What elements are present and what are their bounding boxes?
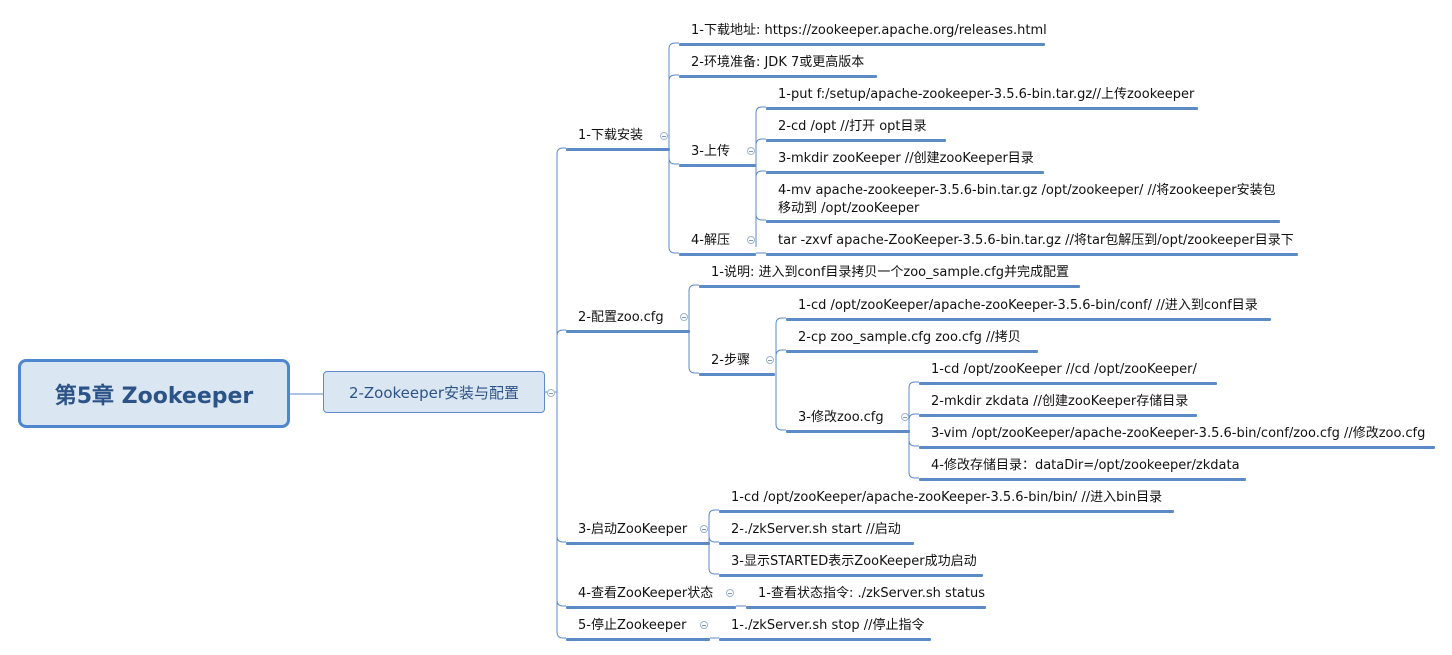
collapse-icon[interactable] <box>547 389 555 397</box>
node-modify-vim[interactable]: 3-vim /opt/zooKeeper/apache-zooKeeper-3.… <box>931 426 1426 441</box>
root-node[interactable]: 第5章 Zookeeper <box>18 359 290 428</box>
node-steps-cd-conf[interactable]: 1-cd /opt/zooKeeper/apache-zooKeeper-3.5… <box>798 298 1258 313</box>
branch-config-zoo-cfg[interactable]: 2-配置zoo.cfg <box>578 310 664 325</box>
node-config-desc[interactable]: 1-说明: 进入到conf目录拷贝一个zoo_sample.cfg并完成配置 <box>711 265 1069 280</box>
node-modify-cd[interactable]: 1-cd /opt/zooKeeper //cd /opt/zooKeeper/ <box>931 362 1197 377</box>
node-upload-put[interactable]: 1-put f:/setup/apache-zookeeper-3.5.6-bi… <box>778 87 1195 102</box>
main-topic-node[interactable]: 2-Zookeeper安装与配置 <box>323 371 545 413</box>
branch-start-zookeeper[interactable]: 3-启动ZooKeeper <box>578 522 688 537</box>
node-modify-zoo-cfg[interactable]: 3-修改zoo.cfg <box>798 410 884 425</box>
node-start-cd-bin[interactable]: 1-cd /opt/zooKeeper/apache-zooKeeper-3.5… <box>731 490 1163 505</box>
collapse-icon[interactable] <box>700 621 708 629</box>
branch-stop-zookeeper[interactable]: 5-停止Zookeeper <box>578 618 687 633</box>
branch-download-install[interactable]: 1-下载安装 <box>578 128 643 143</box>
collapse-icon[interactable] <box>901 413 909 421</box>
collapse-icon[interactable] <box>660 132 668 140</box>
root-title: 第5章 Zookeeper <box>54 383 254 409</box>
branch-check-status[interactable]: 4-查看ZooKeeper状态 <box>578 586 714 601</box>
node-stop-command[interactable]: 1-./zkServer.sh stop //停止指令 <box>731 618 925 633</box>
node-status-command[interactable]: 1-查看状态指令: ./zkServer.sh status <box>758 586 985 601</box>
collapse-icon[interactable] <box>700 525 708 533</box>
node-start-started[interactable]: 3-显示STARTED表示ZooKeeper成功启动 <box>731 554 977 569</box>
collapse-icon[interactable] <box>747 236 755 244</box>
node-download-url[interactable]: 1-下载地址: https://zookeeper.apache.org/rel… <box>691 23 1047 38</box>
collapse-icon[interactable] <box>747 147 755 155</box>
node-extract[interactable]: 4-解压 <box>691 233 730 248</box>
node-upload-cd[interactable]: 2-cd /opt //打开 opt目录 <box>778 119 927 134</box>
collapse-icon[interactable] <box>680 313 688 321</box>
node-start-command[interactable]: 2-./zkServer.sh start //启动 <box>731 522 901 537</box>
node-steps[interactable]: 2-步骤 <box>711 353 750 368</box>
collapse-icon[interactable] <box>766 356 774 364</box>
node-steps-cp[interactable]: 2-cp zoo_sample.cfg zoo.cfg //拷贝 <box>798 330 1021 345</box>
node-modify-mkdir[interactable]: 2-mkdir zkdata //创建zooKeeper存储目录 <box>931 394 1189 409</box>
node-modify-datadir[interactable]: 4-修改存储目录：dataDir=/opt/zookeeper/zkdata <box>931 458 1240 473</box>
collapse-icon[interactable] <box>726 589 734 597</box>
node-env-prepare[interactable]: 2-环境准备: JDK 7或更高版本 <box>691 55 865 70</box>
node-upload-mv[interactable]: 4-mv apache-zookeeper-3.5.6-bin.tar.gz /… <box>778 183 1276 216</box>
node-extract-tar[interactable]: tar -zxvf apache-ZooKeeper-3.5.6-bin.tar… <box>778 233 1294 248</box>
node-upload[interactable]: 3-上传 <box>691 144 730 159</box>
main-topic-title: 2-Zookeeper安装与配置 <box>348 383 520 402</box>
node-upload-mkdir[interactable]: 3-mkdir zooKeeper //创建zooKeeper目录 <box>778 151 1034 166</box>
